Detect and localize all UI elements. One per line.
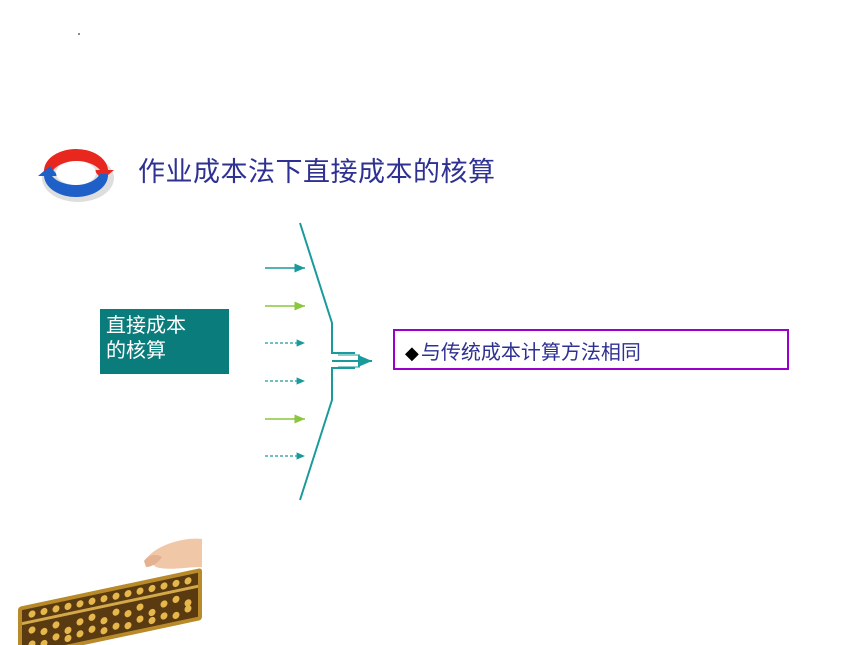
cycle-arrows-icon <box>38 148 114 202</box>
same-as-traditional-text: 与传统成本计算方法相同 <box>420 340 641 364</box>
direct-cost-box: 直接成本 的核算 <box>100 309 229 374</box>
funnel-line <box>299 222 355 354</box>
direct-cost-line-2: 的核算 <box>106 338 166 362</box>
stray-dot <box>78 33 80 35</box>
funnel-line <box>299 367 355 501</box>
slide-title: 作业成本法下直接成本的核算 <box>138 157 496 188</box>
direct-cost-line-1: 直接成本 <box>106 313 186 337</box>
diamond-bullet-icon: ◆ <box>405 343 419 364</box>
same-as-traditional-box: ◆与传统成本计算方法相同 <box>393 329 789 370</box>
abacus-image <box>18 538 202 645</box>
